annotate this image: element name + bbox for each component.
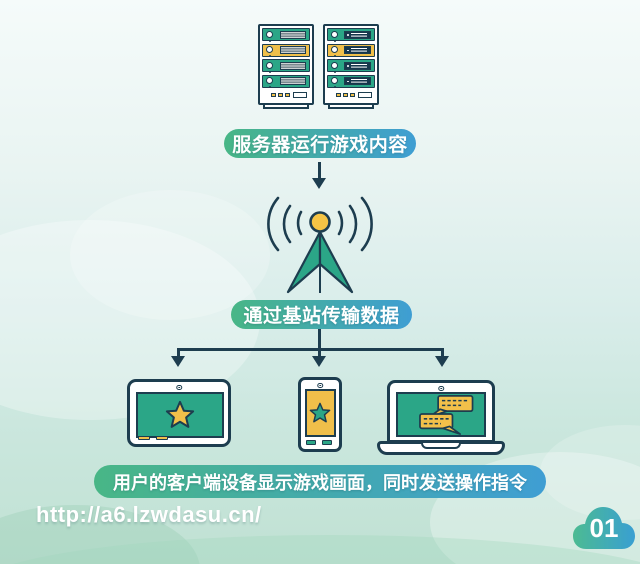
laptop-base [377,441,505,455]
server-display-icon [344,46,371,54]
server-rack-icon [258,24,314,109]
server-pedestal [263,103,309,109]
server-control-strip [262,90,310,100]
arrow-down-icon [171,356,185,367]
camera-dot-icon [317,382,323,388]
server-knob-icon [331,77,338,88]
branch-connector-stub [318,350,321,357]
drive-slot-icon [358,92,372,98]
server-unit [262,28,310,42]
branch-connector-stub [177,350,180,357]
step2-label-pill: 通过基站传输数据 [231,300,412,329]
laptop-notch [421,443,461,449]
chat-bubbles-icon [419,395,474,435]
phone-screen [304,389,336,437]
arrow-down-icon [435,356,449,367]
server-display-icon [344,61,371,70]
step1-label-pill: 服务器运行游戏内容 [224,129,416,158]
server-knob-icon [266,77,273,88]
smartphone-icon [298,377,342,452]
server-vent-icon [280,46,306,54]
server-knob-icon [331,46,338,57]
laptop-icon [377,378,505,456]
server-unit [327,74,375,88]
step3-label-text: 用户的客户端设备显示游戏画面，同时发送操作指令 [113,472,527,493]
arrow-down-icon [312,356,326,367]
server-control-strip [327,90,375,100]
laptop-screen [396,392,486,437]
server-unit [262,43,310,57]
server-pedestal [328,103,374,109]
branch-connector-stub [441,350,444,357]
phone-button [322,439,332,445]
branch-connector-bar [177,348,444,351]
server-knob-icon [266,61,273,73]
server-knob-icon [331,30,338,42]
server-knob-icon [331,61,338,73]
drive-slot-icon [293,92,307,98]
step3-label-pill: 用户的客户端设备显示游戏画面，同时发送操作指令 [94,465,546,498]
tablet-screen [136,392,224,438]
server-unit [327,43,375,57]
branch-connector-stem [318,329,321,350]
server-unit [262,59,310,73]
cloud-badge: 01 [570,503,638,555]
background-cloud [70,190,270,320]
server-vent-icon [280,61,306,70]
server-display-icon [344,30,371,39]
laptop-lid [387,380,495,443]
server-knob-icon [266,46,273,57]
led-square-icon [285,92,290,98]
page-number: 01 [589,513,619,543]
star-icon [309,402,331,423]
radio-tower-icon [267,196,373,294]
server-unit [327,59,375,73]
camera-dot-icon [438,385,444,391]
signal-waves-icon [267,196,373,252]
led-square-icon [343,92,348,98]
server-vent-icon [280,30,306,39]
antenna-ball-icon [309,211,331,233]
cloud-shape-icon [573,507,635,549]
arrow-down-icon [318,162,321,179]
led-square-icon [278,92,283,98]
tablet-button [138,435,150,440]
server-rack-icon [323,24,379,109]
phone-button [306,439,316,445]
step2-label-text: 通过基站传输数据 [243,306,400,327]
tablet-icon [127,379,231,447]
led-square-icon [271,92,276,98]
server-unit [327,28,375,42]
watermark-url: http://a6.lzwdasu.cn/ [36,502,262,527]
camera-dot-icon [176,384,182,390]
server-unit [262,74,310,88]
server-display-icon [344,77,371,85]
server-vent-icon [280,77,306,85]
star-icon [165,400,195,428]
led-square-icon [336,92,341,98]
arrow-down-icon [312,178,326,189]
tablet-button [156,435,168,440]
server-knob-icon [266,30,273,42]
step1-label-text: 服务器运行游戏内容 [232,135,408,156]
led-square-icon [350,92,355,98]
